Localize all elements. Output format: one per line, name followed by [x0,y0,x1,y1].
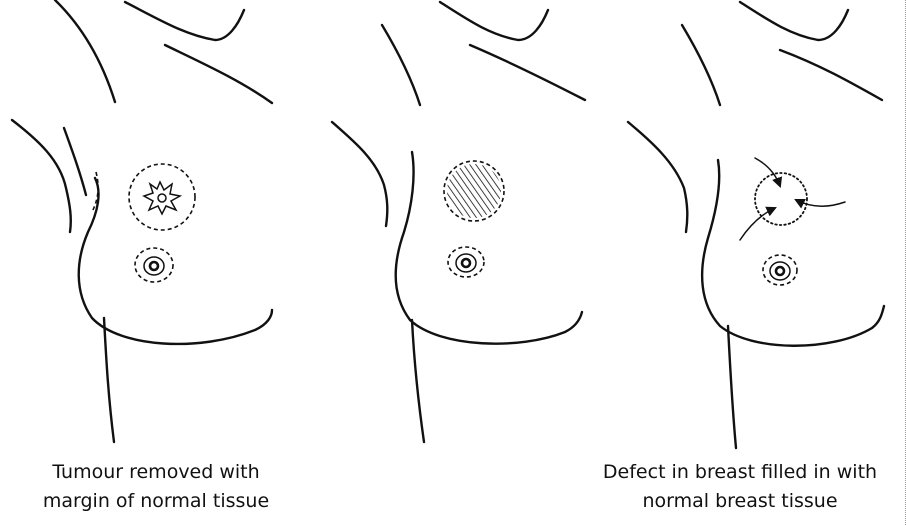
arrow-upper-left [754,157,783,188]
tumour-cavity-outline [443,160,505,222]
arrow-lower-left [739,206,777,241]
caption-defect-filled-line-1: Defect in breast filled in with [602,461,878,483]
shoulder-outline [438,0,550,42]
tumour-shape [142,180,183,216]
body-side-line [410,318,426,444]
shoulder-outline [123,0,246,42]
closed-defect-outline [754,172,808,226]
collarbone-line [778,48,884,102]
chest-line [53,0,117,104]
arm-outline [626,120,689,234]
chest-line [680,23,722,107]
collarbone-line [468,43,587,102]
tumour-core [157,193,167,203]
arm-outline [330,120,389,228]
chest-line [380,23,422,107]
breast-outline [394,150,584,345]
panel-tumour-removed [10,0,274,444]
body-side-line [102,316,116,444]
caption-tumour-removed-line-2: margin of normal tissue [42,490,270,512]
collarbone-line [163,43,274,105]
arm-outline [10,118,72,234]
nipple [447,246,485,278]
breast-outline [77,176,274,346]
caption-defect-filled-line-2: normal breast tissue [642,490,838,512]
panel-defect-filled [626,0,886,450]
breast-surgery-illustration [10,0,886,450]
caption-tumour-removed: Tumour removed with margin of normal tis… [6,458,306,516]
breast-edge-dashes [91,171,99,213]
breast-outline [700,158,886,347]
armpit-contour [62,126,88,197]
nipple [134,247,174,283]
tumour-cavity-hatching [447,164,501,218]
body-side-line [726,324,738,450]
arrow-right [794,199,846,209]
excision-margin-outline [128,163,196,231]
caption-tumour-removed-line-1: Tumour removed with [52,461,260,483]
caption-defect-filled: Defect in breast filled in with normal b… [590,458,890,516]
shoulder-outline [738,0,850,42]
panel-defect [330,0,587,444]
nipple [762,254,798,286]
